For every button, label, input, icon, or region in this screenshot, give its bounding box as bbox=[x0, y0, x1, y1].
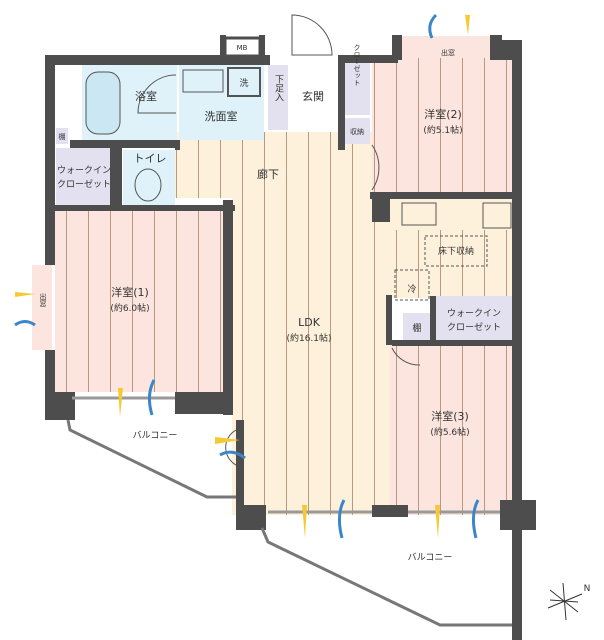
washer-label: 洗 bbox=[239, 77, 248, 89]
room2-name: 洋室(2) bbox=[424, 107, 462, 121]
bay-window-top bbox=[400, 36, 492, 58]
balcony-1-label: バルコニー bbox=[133, 430, 178, 441]
shelf-right-label: 棚 bbox=[412, 322, 421, 334]
wic-right-label-2: クローゼット bbox=[447, 321, 501, 333]
washing-machine-icon bbox=[227, 67, 261, 97]
railing-balcony-2 bbox=[260, 527, 512, 627]
room2-size: (約5.1帖) bbox=[423, 124, 462, 136]
breeze-arrow-icon bbox=[118, 388, 123, 417]
breeze-arrow-icon bbox=[15, 292, 35, 297]
balcony-2-label: バルコニー bbox=[408, 552, 453, 563]
corridor-label: 廊下 bbox=[257, 167, 279, 181]
room-labels: MB 浴室 洗面室 洗 下足入 玄関 棚 ウォークイン クローゼット トイレ 廊… bbox=[39, 44, 501, 563]
wic-right-label-1: ウォークイン bbox=[447, 308, 501, 319]
entry-door-icon bbox=[291, 14, 333, 56]
entrance-label: 玄関 bbox=[302, 89, 324, 103]
room1-name: 洋室(1) bbox=[111, 285, 149, 299]
bay-window-left-label: 出窓 bbox=[39, 292, 47, 307]
closet-2 bbox=[345, 58, 370, 115]
toilet-label: トイレ bbox=[134, 152, 167, 165]
compass-icon: N bbox=[547, 582, 591, 621]
breeze-arrow-icon bbox=[465, 15, 470, 35]
floors bbox=[32, 36, 512, 515]
shelf-left bbox=[56, 128, 68, 144]
storage-label: 収納 bbox=[350, 127, 364, 136]
fridge-space bbox=[394, 269, 430, 301]
mb-label: MB bbox=[237, 44, 248, 52]
storage-2 bbox=[345, 118, 370, 144]
wic-left-label-2: クローゼット bbox=[57, 178, 111, 190]
ldk-size: (約16.1帖) bbox=[286, 332, 331, 344]
wic-left-label-1: ウォークイン bbox=[57, 165, 111, 176]
breeze-arrow-icon bbox=[435, 505, 440, 538]
sink-icon bbox=[401, 202, 437, 226]
fridge-label: 冷 bbox=[407, 283, 416, 295]
room3-door-icon bbox=[391, 347, 421, 366]
room3-size: (約5.6帖) bbox=[430, 426, 469, 438]
breeze-arrow-icon bbox=[471, 499, 480, 539]
washroom-label: 洗面室 bbox=[205, 109, 238, 123]
washbasin-icon bbox=[182, 69, 224, 93]
fixtures bbox=[66, 14, 512, 627]
shoe-storage-label: 下足入 bbox=[273, 75, 284, 102]
bath-label: 浴室 bbox=[135, 89, 157, 103]
ldk-name: LDK bbox=[298, 316, 321, 329]
toilet-icon bbox=[134, 168, 162, 202]
railing-balcony-1 bbox=[66, 419, 236, 499]
breeze-arrow-icon bbox=[428, 13, 438, 39]
breeze-arrow-icon bbox=[337, 499, 346, 539]
bay-window-top-label: 出窓 bbox=[441, 48, 455, 57]
entrance bbox=[289, 65, 339, 130]
walk-in-closet-right bbox=[436, 296, 512, 342]
stove-icon bbox=[482, 202, 512, 229]
underfloor-label: 床下収納 bbox=[438, 245, 474, 257]
shelf-right bbox=[403, 313, 430, 341]
shelf-left-label: 棚 bbox=[59, 132, 66, 141]
ventilation-indicators bbox=[14, 13, 480, 539]
breeze-arrow-icon bbox=[215, 437, 240, 444]
breeze-arrow-icon bbox=[302, 505, 307, 538]
breeze-arrow-icon bbox=[219, 450, 246, 460]
compass-north-label: N bbox=[584, 584, 591, 594]
balcony-door-icon bbox=[225, 429, 237, 466]
walk-in-closet-left bbox=[56, 148, 111, 206]
bathtub-icon bbox=[85, 71, 121, 135]
room2-door-icon bbox=[371, 144, 380, 191]
breeze-arrow-icon bbox=[14, 320, 36, 327]
underfloor-storage-icon bbox=[424, 235, 488, 267]
breeze-arrow-icon bbox=[147, 379, 156, 416]
room3-name: 洋室(3) bbox=[431, 409, 469, 423]
bath-door-icon bbox=[137, 74, 177, 114]
walls bbox=[45, 35, 536, 640]
room1-size: (約6.0帖) bbox=[110, 302, 149, 314]
toilet-room bbox=[123, 150, 175, 205]
bay-window-left bbox=[32, 265, 52, 350]
washroom bbox=[179, 65, 264, 140]
shoe-storage bbox=[268, 65, 288, 130]
closet-2-label: クローゼット bbox=[353, 44, 361, 86]
